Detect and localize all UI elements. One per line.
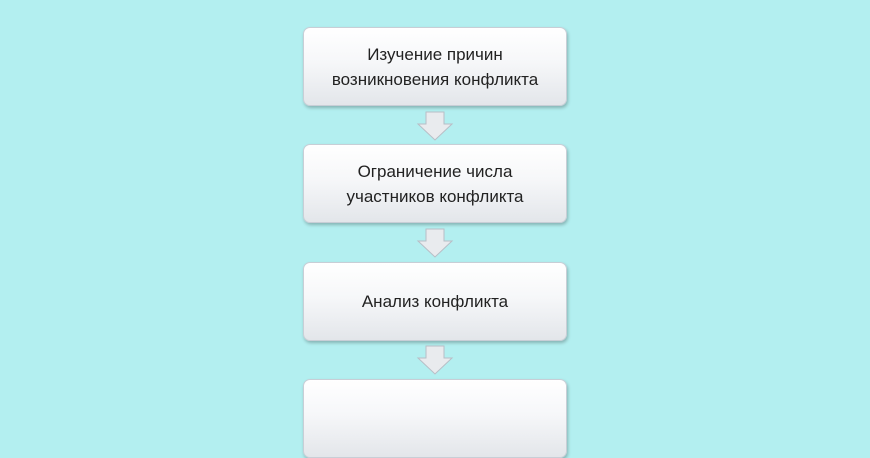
step-box-1: Изучение причин возникновения конфликта <box>303 27 567 106</box>
step-box-2: Ограничение числа участников конфликта <box>303 144 567 223</box>
step-box-4 <box>303 379 567 458</box>
down-arrow-icon <box>416 345 454 375</box>
step-label-1: Изучение причин возникновения конфликта <box>331 44 539 89</box>
down-arrow-icon <box>416 228 454 258</box>
title-fragment <box>160 0 720 8</box>
down-arrow-icon <box>416 111 454 141</box>
step-box-3: Анализ конфликта <box>303 262 567 341</box>
step-label-2: Ограничение числа участников конфликта <box>346 161 524 206</box>
flowchart: Изучение причин возникновения конфликта … <box>160 0 720 458</box>
step-label-3: Анализ конфликта <box>361 292 509 311</box>
